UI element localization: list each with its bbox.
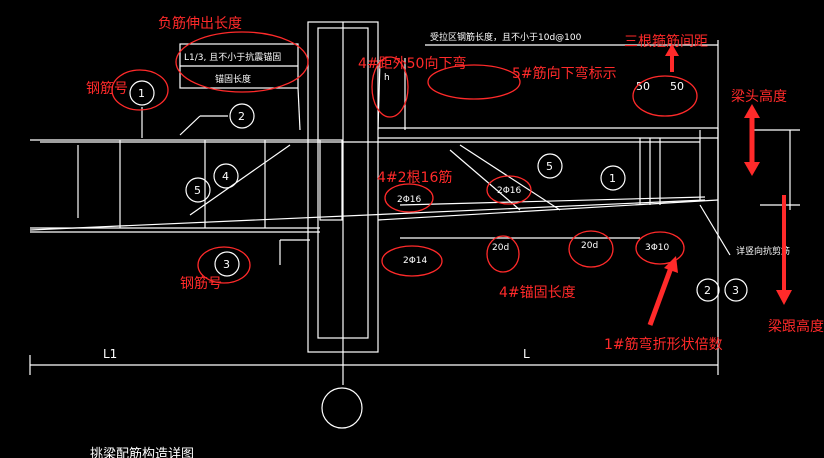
neg-length-top-label: L1/3, 且不小于抗震锚固	[184, 51, 281, 63]
bubble-5b: 5	[546, 160, 553, 173]
bubble-1b: 1	[609, 172, 616, 185]
right-note-label: 详竖向抗剪筋	[736, 245, 790, 257]
bottom-caption: 挑梁配筋构造详图	[90, 446, 194, 458]
bubble-1a: 1	[138, 87, 145, 100]
red-highlight-ellipses	[111, 31, 698, 284]
phi-mark-label: 3Φ10	[645, 243, 670, 253]
bar-2phi16-right-label: 2Φ16	[497, 186, 522, 196]
annotation-bar-no-1: 钢筋号	[86, 80, 128, 97]
len-20d-b-label: 20d	[581, 241, 598, 251]
span-left-label: L1	[103, 347, 117, 361]
annotation-bar-no-2: 钢筋号	[180, 275, 222, 292]
neg-length-bottom-label: 锚固长度	[215, 73, 251, 85]
bubble-3b: 3	[732, 284, 739, 297]
dim-b-label: 50	[670, 80, 684, 93]
bubble-2b: 2	[704, 284, 711, 297]
bar-2phi16-mid-label: 2Φ16	[397, 195, 422, 205]
annotation-neg-extension: 负筋伸出长度	[158, 15, 242, 32]
bubble-5a: 5	[194, 184, 201, 197]
span-right-label: L	[523, 347, 530, 361]
drawing-lines	[29, 21, 800, 429]
annotation-beam-root-height: 梁跟高度	[768, 318, 824, 335]
bar-number-bubbles	[129, 80, 748, 302]
bubble-4: 4	[222, 170, 229, 183]
annotation-bend-down-4: 4#距外50向下弯	[358, 55, 466, 72]
red-arrows	[647, 44, 792, 326]
bubble-3: 3	[223, 258, 230, 271]
bubble-2: 2	[238, 110, 245, 123]
annotation-beam-head-height: 梁头高度	[731, 88, 787, 105]
top-note-label: 受拉区钢筋长度，且不小于10d@100	[430, 31, 582, 43]
bar-2phi14-label: 2Φ14	[403, 256, 428, 266]
annotation-bend-mark-5: 5#筋向下弯标示	[512, 65, 617, 82]
annotation-bend-shape-1: 1#筋弯折形状倍数	[604, 336, 723, 353]
annotation-stirrup-spacing: 三根箍筋间距	[624, 33, 708, 50]
small-mark-label: h	[384, 73, 390, 83]
annotation-count-4: 4#2根16筋	[377, 169, 452, 186]
len-20d-a-label: 20d	[492, 243, 509, 253]
annotation-anchor-4: 4#锚固长度	[499, 285, 576, 301]
